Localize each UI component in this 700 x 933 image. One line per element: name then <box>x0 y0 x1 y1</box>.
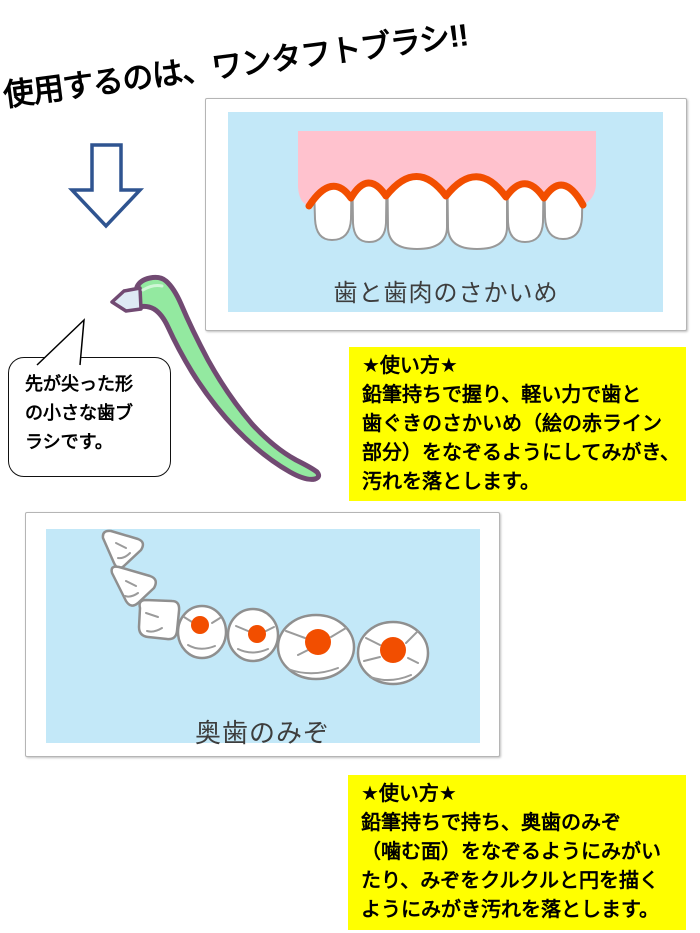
usage-box-gumline: ★使い方★ 鉛筆持ちで握り、軽い力で歯と 歯ぐきのさかいめ（絵の赤ライン 部分）… <box>349 347 686 501</box>
toothbrush-handle <box>133 274 322 482</box>
usage-box-2-body: 鉛筆持ちで持ち、奥歯のみぞ （噛む面）をなぞるようにみがい たり、みぞをクルクル… <box>361 812 661 921</box>
usage-box-2-heading: ★使い方★ <box>361 783 457 805</box>
gumline-highlight-line <box>305 173 587 210</box>
gumline-panel: 歯と歯肉のさかいめ <box>205 98 687 331</box>
usage-box-1-heading: ★使い方★ <box>362 355 458 377</box>
speech-bubble-tail <box>36 318 85 366</box>
teeth-and-gumline-illustration <box>298 131 596 250</box>
speech-bubble-text: 先が尖った形 の小さな歯ブ ラシです。 <box>25 374 133 452</box>
speech-bubble: 先が尖った形 の小さな歯ブ ラシです。 <box>8 357 171 477</box>
down-arrow-icon <box>67 143 145 229</box>
molar-grooves-illustration <box>101 529 430 686</box>
usage-box-1-body: 鉛筆持ちで握り、軽い力で歯と 歯ぐきのさかいめ（絵の赤ライン 部分）をなぞるよう… <box>362 384 680 493</box>
toothbrush-bristle-tip <box>110 286 143 313</box>
one-tuft-toothbrush-illustration <box>110 274 322 482</box>
molar-caption: 奥歯のみぞ <box>194 718 330 748</box>
gumline-caption: 歯と歯肉のさかいめ <box>333 280 559 307</box>
molar-groove-dots <box>191 616 406 663</box>
toothbrush-highlight <box>141 284 164 292</box>
gum-shape <box>298 131 596 206</box>
molar-panel: 奥歯のみぞ <box>25 512 500 757</box>
usage-box-molar: ★使い方★ 鉛筆持ちで持ち、奥歯のみぞ （噛む面）をなぞるようにみがい たり、み… <box>348 775 686 930</box>
